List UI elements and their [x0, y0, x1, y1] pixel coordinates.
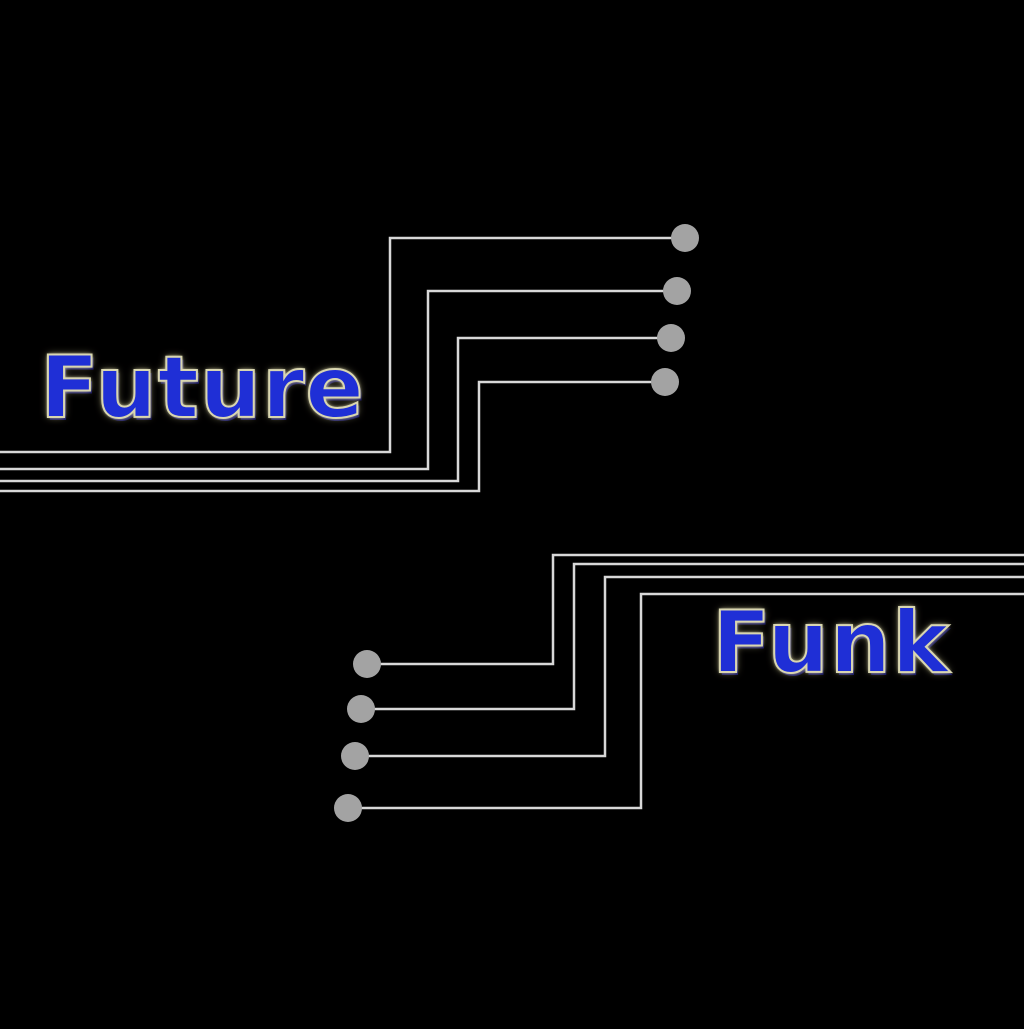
upper-node-3 [657, 324, 685, 352]
lower-node-4 [334, 794, 362, 822]
upper-node-4 [651, 368, 679, 396]
lower-trace-3 [355, 575, 1024, 758]
lower-node-3 [341, 742, 369, 770]
upper-trace-4 [0, 380, 664, 493]
lower-trace-1 [367, 553, 1024, 666]
upper-node-group [651, 224, 699, 396]
upper-trace-group [0, 236, 684, 493]
upper-trace-3 [0, 336, 670, 483]
lower-node-2 [347, 695, 375, 723]
lower-trace-2 [361, 562, 1024, 711]
upper-node-2 [663, 277, 691, 305]
upper-trace-1 [0, 236, 684, 454]
upper-node-1 [671, 224, 699, 252]
lower-node-1 [353, 650, 381, 678]
upper-trace-2 [0, 289, 676, 471]
lower-node-group [334, 650, 381, 822]
lower-trace-group [348, 553, 1024, 810]
title-word-future: Future [39, 338, 365, 438]
lower-trace-4 [348, 592, 1024, 810]
title-word-funk: Funk [711, 593, 951, 693]
